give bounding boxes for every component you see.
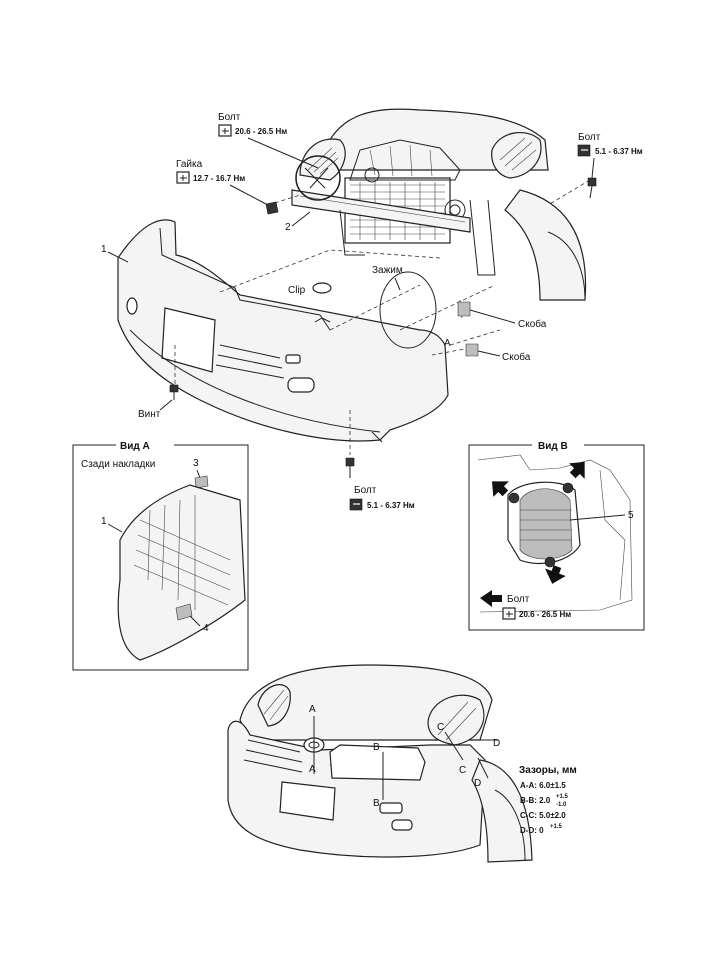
- torque-icon: [349, 498, 363, 511]
- marker-a-bottom: A: [309, 764, 316, 775]
- marker-a-top: A: [309, 704, 316, 715]
- arrow-left-icon: [480, 590, 502, 607]
- bolt-bottom-label: Болт: [354, 485, 377, 496]
- marker-d-top: D: [493, 738, 500, 749]
- gap-table: Зазоры, мм A-A: 6.0±1.5 B-B: 2.0 +1.5 -1…: [519, 765, 577, 835]
- clip-label: Clip: [288, 285, 306, 296]
- bolt-right-label: Болт: [578, 132, 601, 143]
- fasteners: [169, 177, 597, 478]
- car-front-engine-bay: [291, 108, 587, 301]
- clamp-detail: [379, 271, 437, 349]
- screw-label: Винт: [138, 409, 161, 420]
- view-a-part-3: 3: [193, 458, 199, 469]
- gap-b-b-lower: -1.0: [556, 802, 567, 808]
- gap-c-c: C-C: 5.0±2.0: [520, 811, 566, 820]
- torque-icon: [502, 607, 516, 620]
- marker-d-bottom: D: [474, 778, 481, 789]
- part-1-label: 1: [101, 244, 107, 255]
- car-front-gaps: [227, 664, 533, 863]
- gap-d-d-upper: +1.5: [550, 824, 563, 830]
- marker-a-label: A: [444, 338, 451, 349]
- marker-c-top: C: [437, 722, 444, 733]
- view-a-panel: Вид A Сзади накладки 3 1 4: [72, 438, 249, 671]
- view-a-subtitle: Сзади накладки: [81, 459, 155, 470]
- gap-table-title: Зазоры, мм: [519, 765, 577, 776]
- bumper-fascia: [117, 219, 449, 443]
- clamp-label: Зажим: [372, 265, 403, 276]
- top-labels: Болт 20.6 - 26.5 Нм Гайка 12.7 - 16.7 Нм…: [101, 112, 643, 511]
- torque-icon: [176, 171, 190, 184]
- marker-b-top: B: [373, 742, 380, 753]
- torque-right-value: 5.1 - 6.37 Нм: [595, 147, 643, 156]
- nut-label: Гайка: [176, 159, 203, 170]
- view-b-bolt-label: Болт: [507, 594, 530, 605]
- view-b-torque: 20.6 - 26.5 Нм: [519, 610, 571, 619]
- bracket-2-label: Скоба: [502, 351, 531, 363]
- marker-b-bottom: B: [373, 798, 380, 809]
- view-b-title: Вид B: [538, 441, 568, 452]
- bolt-top-label: Болт: [218, 112, 241, 123]
- view-a-part-1: 1: [101, 516, 107, 527]
- torque-icon: [218, 124, 232, 137]
- view-b-part-5: 5: [628, 510, 634, 521]
- bracket-1-label: Скоба: [518, 318, 547, 330]
- marker-c-bottom: C: [459, 765, 466, 776]
- torque-top-value: 20.6 - 26.5 Нм: [235, 127, 287, 136]
- view-b-panel: Вид B 5 Болт 20.6 - 26.5 Нм: [468, 438, 645, 631]
- gap-d-d: D-D: 0: [520, 826, 544, 835]
- gap-markers: A A B B C C D D: [309, 704, 500, 809]
- torque-icon: [577, 144, 591, 157]
- torque-bottom-value: 5.1 - 6.37 Нм: [367, 501, 415, 510]
- view-a-part-4: 4: [203, 623, 209, 634]
- torque-nut-value: 12.7 - 16.7 Нм: [193, 174, 245, 183]
- gap-a-a: A-A: 6.0±1.5: [520, 781, 566, 790]
- view-a-title: Вид A: [120, 441, 150, 452]
- part-2-label: 2: [285, 222, 291, 233]
- gap-b-b-upper: +1.5: [556, 794, 569, 800]
- gap-b-b: B-B: 2.0: [520, 796, 551, 805]
